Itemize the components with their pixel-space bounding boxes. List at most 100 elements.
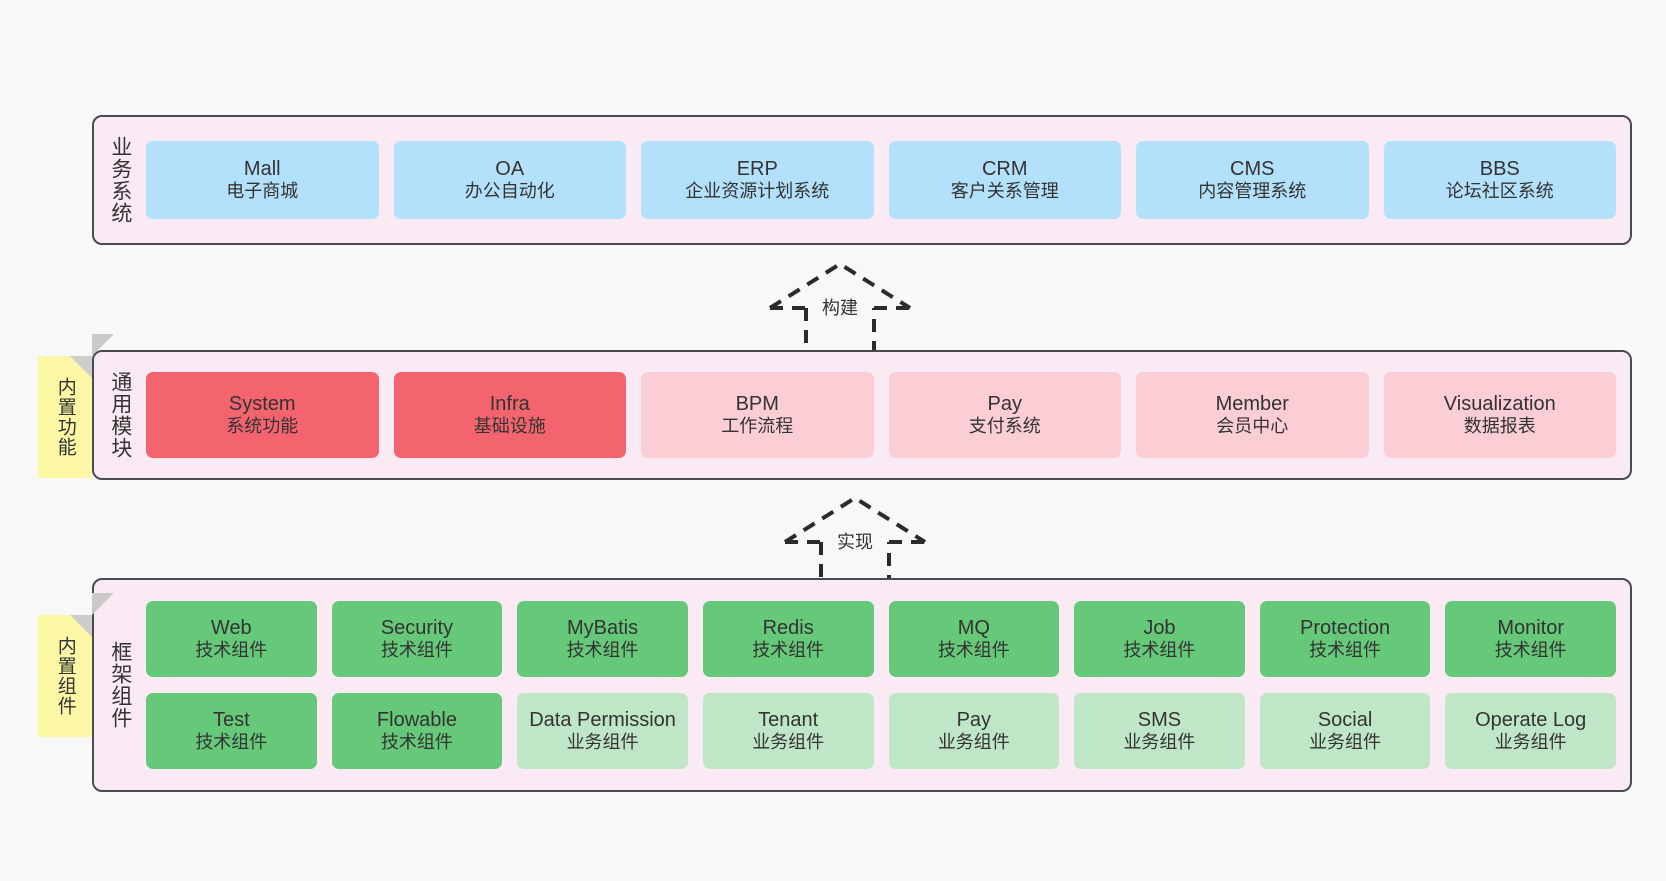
box-bbs[interactable]: BBS 论坛社区系统 [1383,141,1616,219]
box-job[interactable]: Job 技术组件 [1074,601,1245,677]
layer-business-systems: 业务系统 Mall 电子商城 OA 办公自动化 ERP 企业资源计划系统 CRM… [92,115,1632,245]
layer-body-common-modules: System 系统功能 Infra 基础设施 BPM 工作流程 Pay 支付系统… [146,352,1630,478]
box-title: Redis [762,616,814,639]
box-row: Web 技术组件 Security 技术组件 MyBatis 技术组件 Redi… [146,601,1616,677]
box-operate-log[interactable]: Operate Log 业务组件 [1445,693,1616,769]
box-erp[interactable]: ERP 企业资源计划系统 [641,141,874,219]
box-title: MQ [957,616,990,639]
note-label: 内置功能 [54,377,76,457]
box-subtitle: 电子商城 [226,181,299,202]
box-subtitle: 业务组件 [937,732,1010,753]
box-protection[interactable]: Protection 技术组件 [1259,601,1431,677]
box-subtitle: 技术组件 [752,640,825,661]
box-subtitle: 论坛社区系统 [1445,181,1554,202]
box-pay-component[interactable]: Pay 业务组件 [888,693,1060,769]
box-subtitle: 会员中心 [1216,416,1289,437]
layer-body-framework-components: Web 技术组件 Security 技术组件 MyBatis 技术组件 Redi… [146,580,1630,790]
box-data-permission[interactable]: Data Permission 业务组件 [517,693,688,769]
box-subtitle: 业务组件 [752,732,825,753]
box-subtitle: 工作流程 [721,416,794,437]
box-subtitle: 技术组件 [937,640,1010,661]
note-fold-corner-icon [70,356,92,378]
box-web[interactable]: Web 技术组件 [146,601,317,677]
box-title: Member [1215,392,1289,415]
box-pay-module[interactable]: Pay 支付系统 [888,372,1121,458]
note-builtin-features: 内置功能 [38,356,92,478]
box-tenant[interactable]: Tenant 业务组件 [702,693,874,769]
box-monitor[interactable]: Monitor 技术组件 [1445,601,1616,677]
box-cms[interactable]: CMS 内容管理系统 [1136,141,1369,219]
box-title: Pay [987,392,1022,415]
note-fold-corner-icon [70,615,92,637]
box-infra[interactable]: Infra 基础设施 [393,372,626,458]
box-title: Job [1143,616,1176,639]
box-title: BBS [1479,157,1520,180]
box-mybatis[interactable]: MyBatis 技术组件 [517,601,688,677]
box-title: OA [495,157,525,180]
box-title: BPM [735,392,779,415]
box-row: Test 技术组件 Flowable 技术组件 Data Permission … [146,693,1616,769]
box-row: System 系统功能 Infra 基础设施 BPM 工作流程 Pay 支付系统… [146,372,1616,458]
layer-label-business-systems: 业务系统 [108,136,132,224]
box-subtitle: 技术组件 [1309,640,1382,661]
box-subtitle: 技术组件 [380,732,453,753]
box-subtitle: 技术组件 [566,640,639,661]
box-visualization[interactable]: Visualization 数据报表 [1383,372,1616,458]
box-test[interactable]: Test 技术组件 [146,693,317,769]
layer-body-business-systems: Mall 电子商城 OA 办公自动化 ERP 企业资源计划系统 CRM 客户关系… [146,117,1630,243]
box-title: Social [1317,708,1373,731]
box-subtitle: 基础设施 [473,416,546,437]
box-title: MyBatis [567,616,639,639]
box-member[interactable]: Member 会员中心 [1136,372,1369,458]
box-title: CMS [1230,157,1275,180]
box-subtitle: 办公自动化 [464,181,555,202]
box-title: Test [212,708,250,731]
box-flowable[interactable]: Flowable 技术组件 [331,693,503,769]
box-bpm[interactable]: BPM 工作流程 [641,372,874,458]
box-title: Protection [1300,616,1391,639]
box-mq[interactable]: MQ 技术组件 [888,601,1060,677]
box-title: Infra [489,392,530,415]
layer-framework-components: 框架组件 Web 技术组件 Security 技术组件 MyBatis 技术组件… [92,578,1632,792]
note-label: 内置组件 [54,636,76,716]
box-subtitle: 数据报表 [1463,416,1536,437]
box-title: System [228,392,296,415]
connector-implement-label: 实现 [837,532,873,552]
box-subtitle: 业务组件 [1309,732,1382,753]
box-title: SMS [1137,708,1182,731]
box-title: Flowable [376,708,457,731]
box-title: Operate Log [1475,708,1587,731]
box-subtitle: 内容管理系统 [1198,181,1307,202]
box-mall[interactable]: Mall 电子商城 [146,141,379,219]
box-title: Security [380,616,454,639]
note-builtin-components: 内置组件 [38,615,92,737]
box-title: Web [210,616,252,639]
box-social[interactable]: Social 业务组件 [1259,693,1431,769]
box-subtitle: 技术组件 [380,640,453,661]
box-subtitle: 技术组件 [195,640,268,661]
box-title: Visualization [1443,392,1556,415]
box-subtitle: 支付系统 [968,416,1041,437]
box-title: ERP [736,157,778,180]
box-title: CRM [981,157,1028,180]
layer-label-framework-components: 框架组件 [108,641,132,729]
box-title: Monitor [1497,616,1565,639]
box-security[interactable]: Security 技术组件 [331,601,503,677]
box-subtitle: 技术组件 [1123,640,1196,661]
box-title: Tenant [758,708,819,731]
box-subtitle: 企业资源计划系统 [685,181,830,202]
box-subtitle: 技术组件 [1494,640,1567,661]
connector-build: 构建 [760,258,920,354]
box-subtitle: 业务组件 [1494,732,1567,753]
box-subtitle: 客户关系管理 [950,181,1059,202]
box-title: Mall [243,157,281,180]
box-sms[interactable]: SMS 业务组件 [1074,693,1245,769]
box-redis[interactable]: Redis 技术组件 [702,601,874,677]
box-subtitle: 系统功能 [226,416,299,437]
box-subtitle: 业务组件 [1123,732,1196,753]
connector-implement: 实现 [775,492,935,588]
box-subtitle: 技术组件 [195,732,268,753]
box-crm[interactable]: CRM 客户关系管理 [888,141,1121,219]
box-system[interactable]: System 系统功能 [146,372,379,458]
box-oa[interactable]: OA 办公自动化 [393,141,626,219]
